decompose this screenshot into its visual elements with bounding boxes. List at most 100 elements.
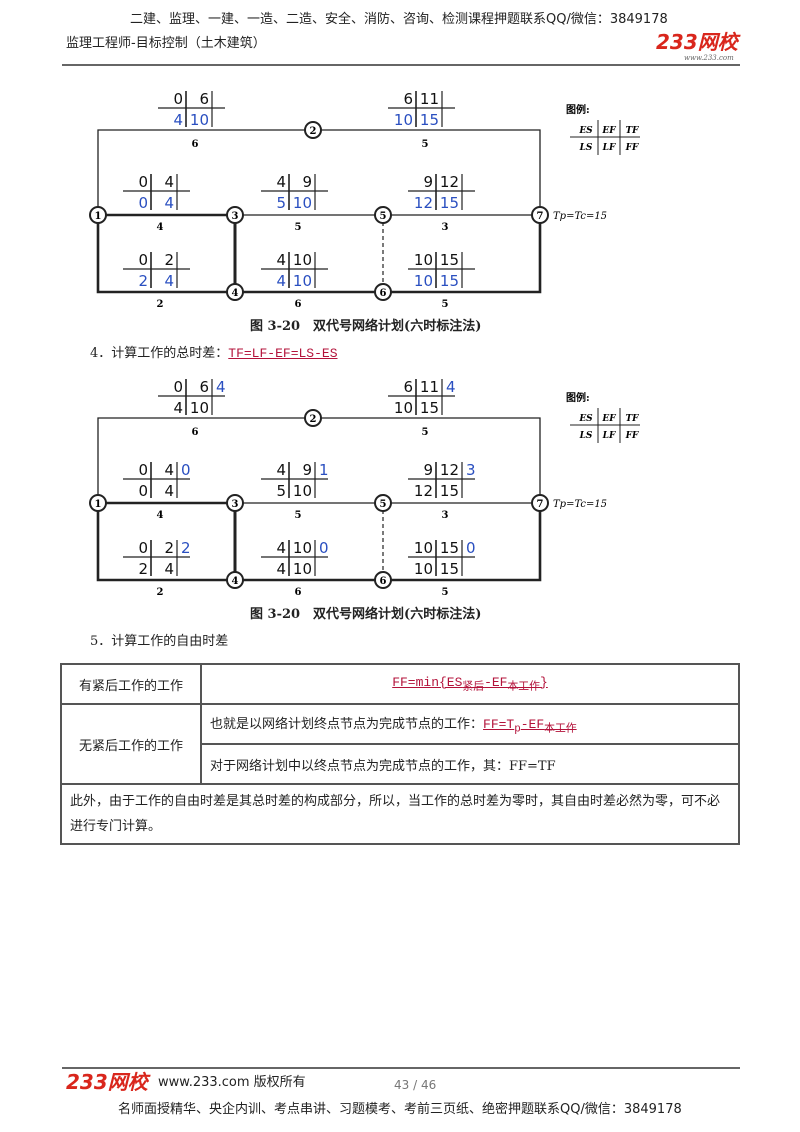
es-4-6: 4 (276, 251, 286, 269)
tf-1-4: 2 (181, 539, 191, 557)
page-number: 43 / 46 (394, 1078, 437, 1092)
lf-6-7: 15 (440, 560, 459, 578)
ls-1-4: 2 (138, 272, 148, 290)
node-label-7: 7 (537, 499, 544, 510)
node-label-3: 3 (232, 211, 239, 222)
ef-4-6: 10 (293, 251, 312, 269)
step5-label: 5．计算工作的自由时差 (90, 634, 229, 649)
legend-LF: LF (602, 431, 616, 441)
legend-FF: FF (625, 143, 639, 153)
es-6-7: 10 (414, 251, 433, 269)
node-1 (89, 494, 107, 512)
ls-2-7: 10 (394, 111, 413, 129)
header-rule (62, 64, 740, 66)
node-label-2: 2 (310, 126, 317, 137)
arrow-1-2 (97, 417, 313, 503)
duration-1-3: 4 (157, 222, 164, 233)
legend-EF: EF (601, 414, 616, 424)
es-2-7: 6 (403, 90, 413, 108)
step4-text: 4．计算工作的总时差： (90, 346, 229, 361)
es-4-6: 4 (276, 539, 286, 557)
node-2 (304, 121, 322, 139)
legend-title: 图例: (566, 391, 590, 404)
lf-4-6: 10 (293, 560, 312, 578)
ls-5-7: 12 (414, 194, 433, 212)
duration-6-7: 5 (442, 587, 449, 598)
ls-2-7: 10 (394, 399, 413, 417)
ef-3-5: 9 (302, 173, 312, 191)
legend-FF: FF (625, 431, 639, 441)
ls-5-7: 12 (414, 482, 433, 500)
node-label-6: 6 (380, 288, 387, 299)
ls-1-4: 2 (138, 560, 148, 578)
tp-label: Tp=Tc=15 (553, 499, 607, 510)
arrow-6-7 (383, 503, 542, 582)
node-label-1: 1 (95, 499, 102, 510)
ef-1-3: 4 (164, 173, 174, 191)
tf-formula: TF=LF-EF=LS-ES (228, 346, 338, 361)
node-3 (226, 494, 244, 512)
node-label-5: 5 (380, 499, 387, 510)
legend-LS: LS (579, 143, 593, 153)
legend-LF: LF (602, 143, 616, 153)
legend-ES: ES (578, 414, 593, 424)
node-5 (374, 206, 392, 224)
row1-formula: FF=min{ES紧后-EF本工作} (200, 663, 740, 705)
es-6-7: 10 (414, 539, 433, 557)
tf-5-7: 3 (466, 461, 476, 479)
footer-logo: 233网校 (66, 1070, 148, 1094)
tf-6-7: 0 (466, 539, 476, 557)
legend-ES: ES (578, 126, 593, 136)
lf-5-7: 15 (440, 194, 459, 212)
footer-promo: 名师面授精华、央企内训、考点串讲、习题模考、考前三页纸、绝密押题联系QQ/微信：… (118, 1102, 682, 1117)
legend-LS: LS (579, 431, 593, 441)
diagram-2-caption: 图 3-20 双代号网络计划(六时标注法) (250, 607, 482, 622)
ls-1-3: 0 (138, 482, 148, 500)
duration-1-3: 4 (157, 510, 164, 521)
ef-1-4: 2 (164, 251, 174, 269)
row2b-cell: 对于网络计划中以终点节点为完成节点的工作，其：FF=TF (200, 743, 740, 785)
step4-label: 4．计算工作的总时差：TF=LF-EF=LS-ES (90, 345, 338, 363)
node-3 (226, 206, 244, 224)
tf-1-3: 0 (181, 461, 191, 479)
node-4 (226, 571, 244, 589)
lf-2-7: 15 (420, 111, 439, 129)
header-title: 监理工程师-目标控制（土木建筑） (66, 36, 266, 51)
ls-3-5: 5 (276, 482, 286, 500)
lf-2-7: 15 (420, 399, 439, 417)
lf-1-2: 10 (190, 399, 209, 417)
es-1-3: 0 (138, 173, 148, 191)
lf-4-6: 10 (293, 272, 312, 290)
node-5 (374, 494, 392, 512)
duration-1-4: 2 (157, 587, 164, 598)
ef-4-6: 10 (293, 539, 312, 557)
header-logo: 233网校 (656, 30, 738, 54)
tf-4-6: 0 (319, 539, 329, 557)
lf-5-7: 15 (440, 482, 459, 500)
ls-1-2: 4 (173, 111, 183, 129)
legend-TF: TF (625, 414, 639, 424)
row2-head: 无紧后工作的工作 (60, 703, 202, 785)
duration-4-6: 6 (295, 299, 302, 310)
es-1-3: 0 (138, 461, 148, 479)
lf-1-4: 4 (164, 272, 174, 290)
ef-1-3: 4 (164, 461, 174, 479)
node-label-6: 6 (380, 576, 387, 587)
ls-6-7: 10 (414, 560, 433, 578)
duration-6-7: 5 (442, 299, 449, 310)
tf-2-7: 4 (446, 378, 456, 396)
node-label-7: 7 (537, 211, 544, 222)
lf-3-5: 10 (293, 194, 312, 212)
duration-4-6: 6 (295, 587, 302, 598)
arrow-2-7 (313, 129, 541, 215)
footer-rule (62, 1067, 740, 1069)
ls-4-6: 4 (276, 272, 286, 290)
lf-1-3: 4 (164, 194, 174, 212)
header-logo-url: www.233.com (684, 54, 734, 62)
duration-3-5: 5 (295, 510, 302, 521)
duration-2-7: 5 (422, 139, 429, 150)
row2a-cell: 也就是以网络计划终点节点为完成节点的工作：FF=Tp-EF本工作 (200, 703, 740, 745)
node-6 (374, 283, 392, 301)
node-label-1: 1 (95, 211, 102, 222)
